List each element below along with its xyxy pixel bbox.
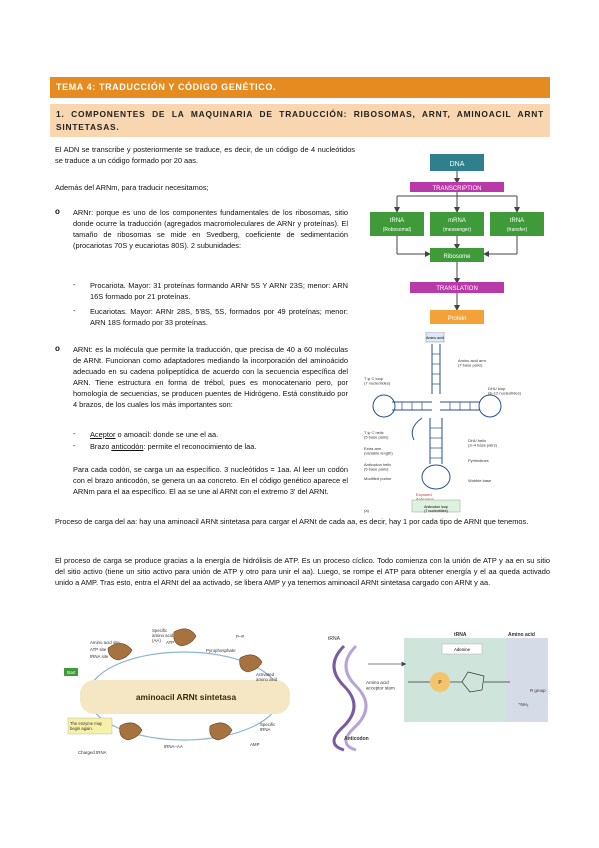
svg-text:(Robosomal): (Robosomal): [383, 227, 412, 233]
trna-box: [490, 212, 544, 236]
transcription-box: [410, 182, 504, 192]
atp-site-label: ATP site: [90, 647, 107, 652]
ppi-label: P–P: [236, 634, 244, 639]
r-group-label: R group: [530, 688, 546, 693]
phosphate-circle: [430, 672, 450, 692]
svg-text:Start: Start: [67, 670, 77, 675]
term-aceptor: Aceptor: [90, 430, 116, 439]
trna-helix: [344, 644, 368, 752]
svg-text:Ribosome: Ribosome: [443, 254, 471, 260]
amino-acid-tag: [425, 332, 445, 343]
enzyme-shape: [119, 722, 143, 741]
enzyme-shape: [209, 722, 233, 741]
svg-text:Amino acid: Amino acid: [426, 336, 444, 340]
dna-box: [430, 154, 484, 171]
wobble-label: Wobble base: [468, 478, 492, 483]
dash: -: [73, 306, 76, 315]
rrna-box: [370, 212, 424, 236]
svg-text:Anticodon loop(7 nucleotides): Anticodon loop(7 nucleotides): [424, 505, 448, 513]
intro-need: Además del ARNm, para traducir necesitam…: [55, 183, 209, 192]
dash: -: [73, 280, 76, 289]
amp-label: AMP: [250, 742, 260, 747]
svg-text:TRANSLATION: TRANSLATION: [436, 286, 478, 292]
again-note: [67, 717, 113, 735]
transcription-label: TRANSCRIPTION: [432, 186, 481, 192]
dna-label: DNA: [450, 161, 465, 168]
mrna-box: [430, 212, 484, 236]
arnt-item-aceptor: Aceptor o amoacil: donde se une el aa.: [90, 430, 219, 439]
dhu-helix-label: DHU helix(3–4 base pairs): [468, 438, 498, 448]
arnr-item-procariota: Procariota. Mayor: 31 proteínas formando…: [90, 281, 348, 301]
tpsic-arm-label: T ψ C helix(5 base pairs): [364, 430, 389, 440]
term-anticodon: anticodón: [111, 442, 144, 451]
amino-acid-label: Amino acid: [508, 632, 535, 638]
trna-helix: [332, 644, 356, 752]
bullet-arnr: o: [55, 207, 60, 216]
anticodon-helix-label: Anticodon helix(5 base pairs): [364, 462, 391, 472]
panel-letter: (a): [364, 508, 370, 513]
amino-acid-panel: [506, 638, 548, 722]
anticodon-loop-box: [411, 499, 461, 513]
arnt-item-anticodon: Brazo anticodón: permite el reconocimien…: [90, 442, 257, 451]
trna-right-label: tRNA: [454, 632, 467, 638]
ribosome-box: [430, 248, 484, 262]
translation-box: [410, 282, 504, 293]
enzyme-shape: [239, 654, 263, 673]
acceptor-arm-label: Amino acid arm(7 base pairs): [458, 358, 486, 368]
dhu-loop-label: DHU loop(8–12 nucleotides): [488, 386, 522, 396]
svg-text:(messenger): (messenger): [443, 227, 471, 233]
svg-text:mRNA: mRNA: [448, 218, 466, 224]
bullet-arnt: o: [55, 344, 60, 353]
pyrophosphate-label: Pyrophosphate: [206, 648, 236, 653]
atp-label: ATP: [166, 640, 174, 645]
aa-site-label: Amino acid site: [90, 640, 120, 645]
cycle-title: aminoacil ARNt sintetasa: [136, 692, 237, 702]
modified-purine-label: Modified purine: [364, 476, 392, 481]
svg-text:tRNA: tRNA: [390, 218, 404, 224]
start-tag: [64, 668, 78, 676]
svg-text:Protein: Protein: [447, 316, 466, 322]
dash: -: [73, 441, 76, 450]
svg-text:P: P: [438, 680, 442, 686]
trna-left-label: tRNA: [328, 636, 341, 642]
ribose-ring: [461, 671, 485, 693]
arnt-tail: Para cada codón, se carga un aa específi…: [73, 465, 348, 496]
nh3-label: ⁺NH₃: [518, 702, 529, 707]
pyrimidines-label: Pyrimidines: [468, 458, 489, 463]
enzyme-shape: [173, 628, 197, 647]
arnt-text: ARNt: es la molécula que permite la trad…: [73, 345, 348, 409]
trna-cloverleaf-diagram: Amino acid Amino acid arm(7 base pairs) …: [364, 332, 522, 513]
protein-box: [430, 310, 484, 324]
dash: -: [73, 429, 76, 438]
carga-paragraph-1: Proceso de carga del aa: hay una aminoac…: [55, 517, 529, 526]
svg-text:Adenine: Adenine: [454, 647, 471, 652]
enzyme-shape: [107, 643, 133, 661]
anticodon-label: Anticodon: [344, 736, 369, 742]
svg-text:tRNA: tRNA: [510, 218, 524, 224]
trna-site-label: tRNA site: [90, 654, 109, 659]
tpsic-loop-label: T ψ C loop(7 nucleotides): [364, 376, 391, 386]
carga-paragraph-2: El proceso de carga se produce gracias a…: [55, 556, 550, 587]
adenine-box: [441, 643, 483, 655]
translation-flow-diagram: DNA TRANSCRIPTION tRNA (Robosomal) mRNA …: [370, 154, 544, 324]
arnr-item-eucariota: Eucariotas. Mayor: ARNr 28S, 5'8S, 5S, f…: [90, 307, 348, 327]
arnr-text: ARNr: porque es uno de los componentes f…: [73, 208, 348, 250]
cycle-band: [80, 680, 290, 714]
intro-paragraph: El ADN se transcribe y posteriormente se…: [55, 145, 355, 165]
section-title: 1. COMPONENTES DE LA MAQUINARIA DE TRADU…: [50, 104, 550, 137]
page-title: TEMA 4: TRADUCCIÓN Y CÓDIGO GENÉTICO.: [50, 77, 550, 98]
trna-aa-label: tRNA–AA: [164, 744, 183, 749]
extra-arm-label: Extra arm(variable length): [364, 446, 393, 456]
charged-trna-label: Charged tRNA: [78, 750, 107, 755]
svg-text:(transfer): (transfer): [507, 227, 528, 233]
